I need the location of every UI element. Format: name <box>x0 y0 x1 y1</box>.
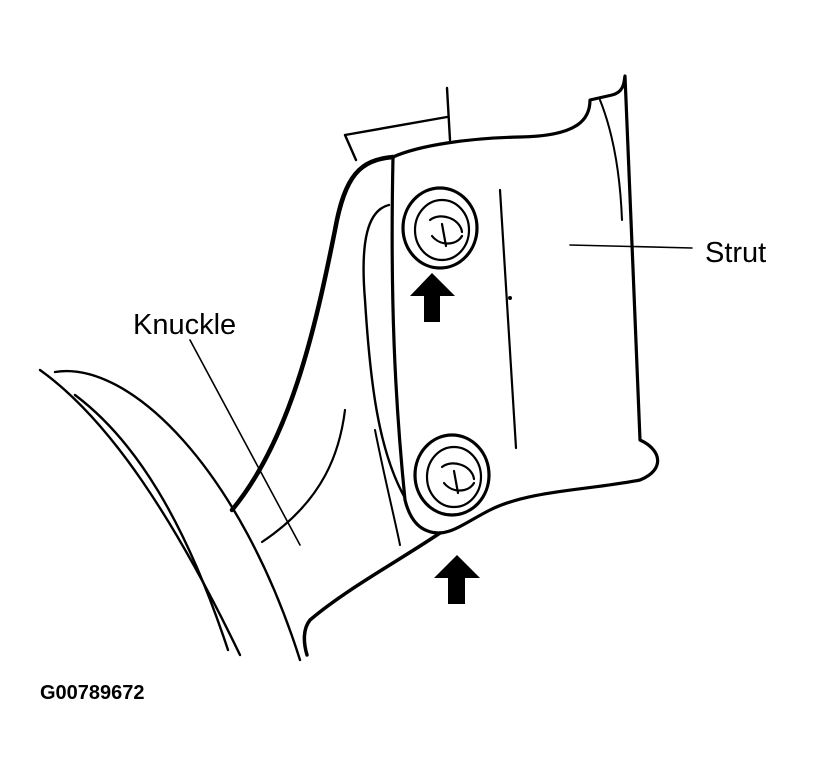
strut-bracket-lip <box>599 99 623 221</box>
bolt-head-outer <box>401 186 479 270</box>
wheel-outline <box>38 368 302 662</box>
knuckle-label: Knuckle <box>133 309 236 341</box>
knuckle-outer-edge <box>229 154 396 513</box>
knuckle-shadow-curve <box>374 429 401 546</box>
knuckle-inner-curve <box>260 408 347 544</box>
wheel-arc-mid <box>73 393 230 652</box>
knuckle-bottom-edge <box>302 531 442 657</box>
bolt-head-facets <box>440 462 476 495</box>
knuckle-flange <box>362 203 407 500</box>
strut-label: Strut <box>705 237 766 269</box>
bolt-head-facets <box>428 215 464 248</box>
bolt-icon <box>413 433 491 517</box>
knuckle-body <box>229 154 442 657</box>
wheel-arc-outer <box>38 368 242 657</box>
strut-bracket-mark <box>508 296 512 300</box>
wheel-arc-inner <box>53 369 302 662</box>
bolt-head-inner <box>425 445 483 509</box>
knuckle-leader-line <box>189 339 301 546</box>
strut-tube-collar <box>343 115 449 162</box>
strut-tube-edge <box>445 86 452 142</box>
leader-lines <box>189 244 693 546</box>
strut-leader-line <box>569 244 693 249</box>
strut-bracket-center-line <box>498 188 518 450</box>
strut-tube <box>343 86 452 162</box>
bolt-head-inner <box>413 198 471 262</box>
bolt-icon <box>401 186 479 270</box>
strut-bracket-outline <box>390 74 660 535</box>
arrow-up-icon <box>434 555 480 604</box>
figure-id: G00789672 <box>40 682 145 704</box>
strut-bracket <box>390 74 660 535</box>
arrow-up-icon <box>410 273 455 322</box>
bolt-head-outer <box>413 433 491 517</box>
